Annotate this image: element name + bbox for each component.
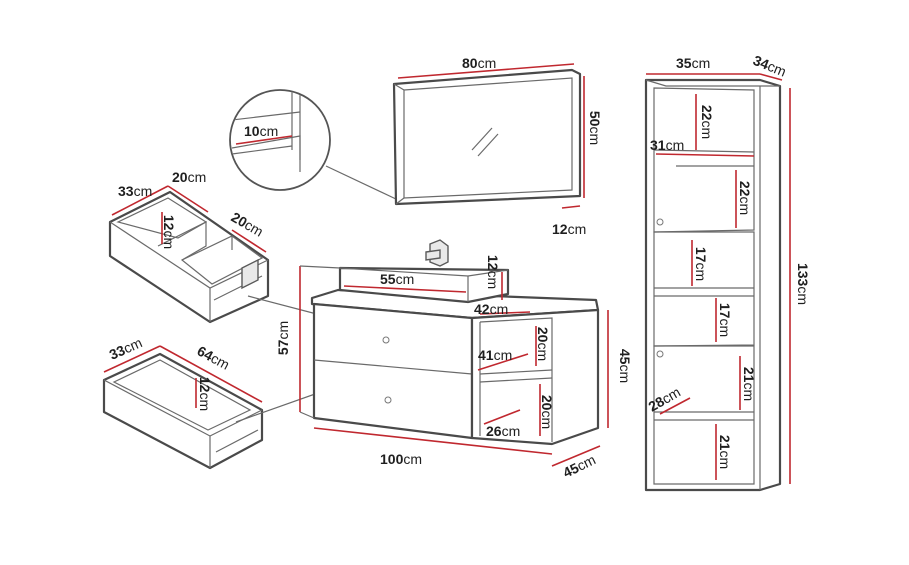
vanity-lower-depth-line	[483, 409, 521, 425]
vanity-lower-shelf-height-label: 20cm	[539, 395, 555, 429]
tall-cabinet-inner-width-line	[655, 153, 755, 157]
tall-cabinet-depth-line	[759, 73, 783, 81]
tall-cabinet-depth-label: 34cm	[751, 52, 789, 80]
tall-cabinet-height-label: 133cm	[795, 263, 811, 305]
mirror-detail-thickness-line	[235, 135, 293, 145]
top-drawer-side-width-label: 20cm	[229, 209, 267, 240]
top-drawer-depth-label: 33cm	[118, 183, 152, 199]
tall-cabinet-compartment-3-label: 17cm	[693, 247, 709, 281]
vanity-width-label: 100cm	[380, 451, 422, 467]
top-drawer-drawing	[108, 190, 270, 324]
vanity-drawing	[310, 239, 600, 446]
vanity-top-depth-label: 42cm	[474, 301, 508, 317]
bottom-drawer-width-label: 64cm	[195, 343, 233, 373]
tall-cabinet-compartment-5-label: 21cm	[741, 367, 757, 401]
tall-cabinet-drawing	[644, 78, 782, 492]
vanity-depth-label: 45cm	[560, 451, 598, 480]
tall-cabinet-inner-width-label: 31cm	[650, 137, 684, 153]
mirror-width-line	[397, 63, 575, 79]
bottom-drawer-width-line	[159, 345, 263, 403]
mirror-detail-thickness-label: 10cm	[244, 123, 278, 139]
tall-cabinet-compartment-2-label: 22cm	[737, 181, 753, 215]
tall-cabinet-shelf-depth-line	[659, 397, 691, 415]
vanity-width-line	[313, 427, 553, 455]
basin-width-label: 55cm	[380, 271, 414, 287]
tall-cabinet-width-label: 35cm	[676, 55, 710, 71]
tall-cabinet-compartment-6-label: 21cm	[717, 435, 733, 469]
mirror-width-label: 80cm	[462, 55, 496, 71]
top-drawer-inner-height-label: 12cm	[161, 215, 177, 249]
vanity-shelf-width-line	[477, 353, 529, 371]
mirror-drawing	[392, 68, 582, 206]
vanity-depth-line	[551, 445, 601, 467]
vanity-side-height-label: 45cm	[617, 349, 633, 383]
vanity-upper-shelf-height-label: 20cm	[535, 327, 551, 361]
mirror-depth-label: 12cm	[552, 221, 586, 237]
tall-cabinet-compartment-1-label: 22cm	[699, 105, 715, 139]
bottom-drawer-depth-label: 33cm	[107, 334, 145, 363]
bottom-drawer-drawing	[102, 352, 264, 470]
top-drawer-depth-line	[111, 185, 169, 216]
bottom-drawer-height-label: 12cm	[197, 377, 213, 411]
vanity-lower-depth-label: 26cm	[486, 423, 520, 439]
vanity-height-label: 57cm	[275, 321, 291, 355]
mirror-detail-drawing	[229, 89, 399, 201]
top-drawer-inner-width-label: 20cm	[172, 169, 206, 185]
mirror-depth-line	[561, 205, 581, 209]
basin-width-line	[343, 285, 467, 293]
basin-height-label: 12cm	[485, 255, 501, 289]
top-drawer-inner-width-line	[167, 185, 209, 213]
bottom-drawer-depth-line	[103, 345, 161, 373]
vanity-shelf-width-label: 41cm	[478, 347, 512, 363]
mirror-height-label: 50cm	[587, 111, 603, 145]
tall-cabinet-compartment-4-label: 17cm	[717, 303, 733, 337]
vanity-top-depth-line	[479, 311, 531, 315]
top-drawer-side-width-line	[231, 229, 267, 253]
